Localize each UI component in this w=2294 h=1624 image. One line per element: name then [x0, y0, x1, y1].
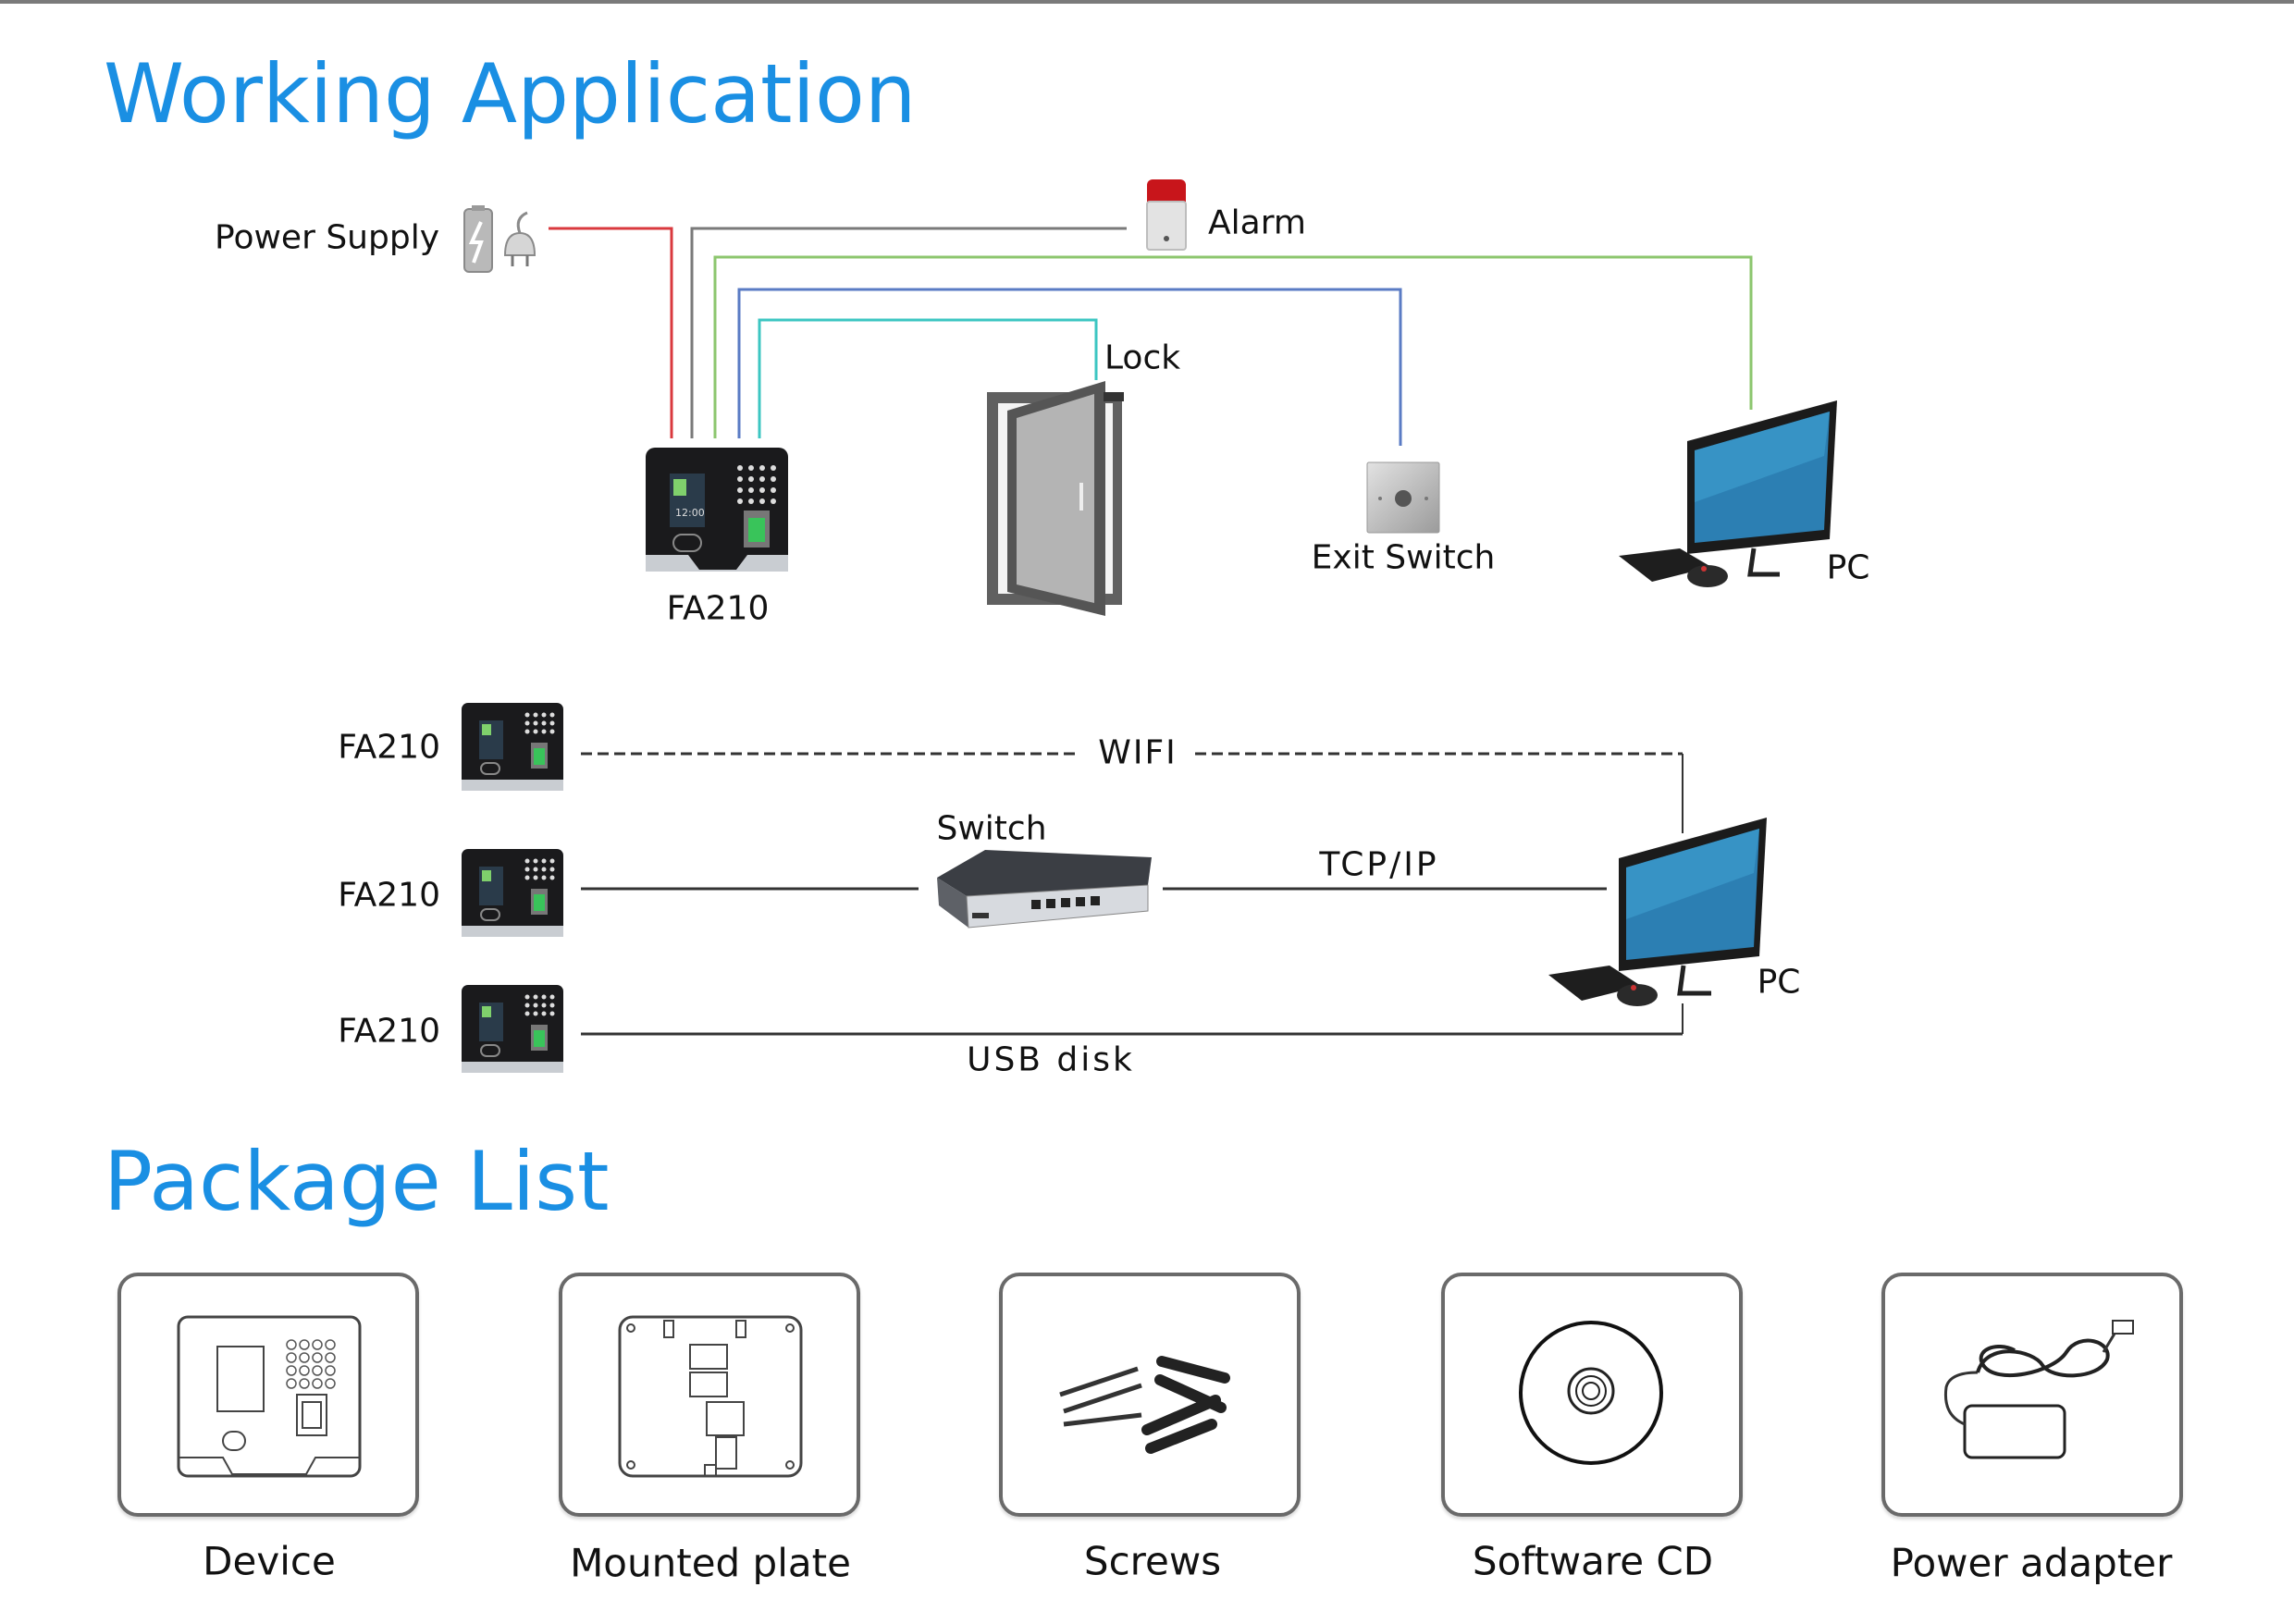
mounted-plate-icon — [618, 1315, 803, 1478]
package-label-device: Device — [203, 1538, 336, 1584]
power-supply-label: Power Supply — [215, 218, 439, 257]
network-pc-icon — [1548, 818, 1767, 1006]
network-device-label-3: FA210 — [338, 1012, 440, 1051]
package-item-power-adapter — [1881, 1273, 2183, 1517]
package-item-mounted-plate — [559, 1273, 860, 1517]
package-item-software-cd — [1441, 1273, 1743, 1517]
power-wire — [549, 227, 673, 438]
working-application-title: Working Application — [104, 46, 917, 141]
network-device-icon-lan — [462, 849, 563, 937]
pc-icon — [1619, 400, 1837, 587]
package-label-mounted-plate: Mounted plate — [570, 1540, 851, 1586]
network-pc-label: PC — [1757, 963, 1801, 1002]
pc-label: PC — [1826, 548, 1870, 587]
device-icon: 12:00 — [646, 448, 788, 572]
lock-wire — [758, 318, 1098, 438]
alarm-siren-icon — [1146, 179, 1187, 251]
package-list-title: Package List — [104, 1134, 610, 1229]
package-label-power-adapter: Power adapter — [1890, 1540, 2173, 1586]
alarm-wire — [690, 227, 1127, 438]
power-adapter-icon — [1943, 1320, 2134, 1459]
package-label-software-cd: Software CD — [1472, 1538, 1714, 1584]
device-outline-icon — [177, 1315, 362, 1478]
package-item-device — [117, 1273, 419, 1517]
network-device-icon-wifi — [462, 703, 563, 791]
device-label: FA210 — [666, 589, 770, 628]
lock-label: Lock — [1104, 338, 1181, 377]
network-switch-icon — [937, 850, 1152, 929]
exit-switch-label: Exit Switch — [1311, 538, 1496, 577]
tcpip-label: TCP/IP — [1319, 845, 1439, 884]
cd-icon — [1519, 1321, 1663, 1465]
network-device-label-2: FA210 — [338, 876, 440, 915]
exit-switch-icon — [1366, 461, 1440, 534]
network-device-icon-usb — [462, 985, 563, 1073]
screws-icon — [1059, 1356, 1230, 1454]
top-border — [0, 0, 2294, 4]
alarm-label: Alarm — [1208, 203, 1306, 242]
switch-label: Switch — [936, 809, 1047, 848]
wifi-label: WIFI — [1098, 733, 1178, 772]
power-supply-icon — [463, 205, 536, 273]
usb-disk-label: USB disk — [967, 1040, 1135, 1079]
svg-text:12:00: 12:00 — [675, 507, 705, 519]
package-item-screws — [999, 1273, 1301, 1517]
package-label-screws: Screws — [1083, 1538, 1222, 1584]
door-icon — [987, 381, 1124, 616]
network-device-label-1: FA210 — [338, 728, 440, 767]
exit-switch-wire — [737, 288, 1402, 446]
pc-wire — [713, 255, 1753, 438]
